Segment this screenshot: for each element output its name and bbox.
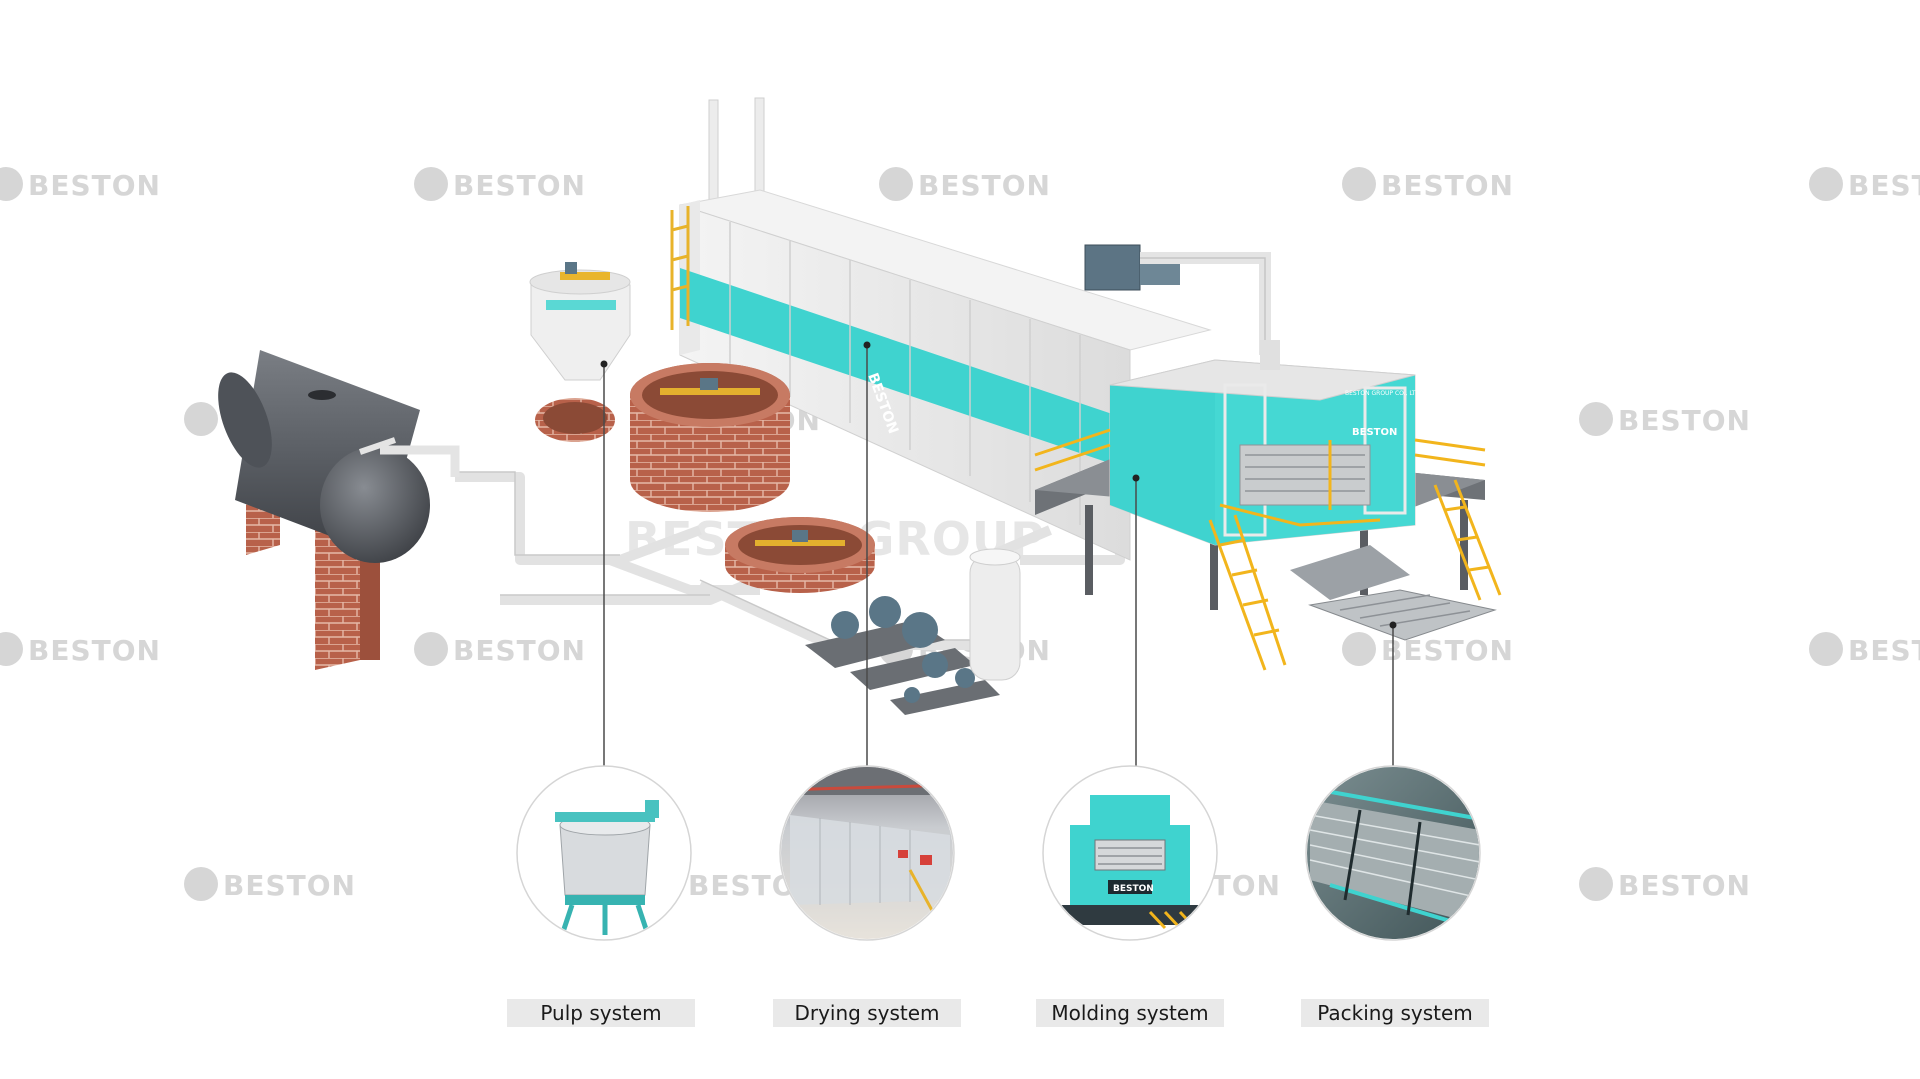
beston-logo-icon (1342, 632, 1376, 666)
beston-watermark: BESTON (1579, 402, 1751, 437)
beston-watermark: BESTON (414, 167, 586, 202)
molding-brand-text: BESTON (1352, 427, 1397, 438)
watermark-text: BESTON (28, 634, 161, 667)
beston-watermark: BESTON (1342, 632, 1513, 667)
watermark-text: BESTON (453, 634, 586, 667)
pump-station (805, 548, 1021, 715)
watermark-text: BESTON (1381, 169, 1514, 202)
watermark-text: BESTON (1618, 869, 1751, 902)
beston-watermark: BESTON (1342, 167, 1514, 202)
beston-logo-icon (414, 632, 448, 666)
leader-dots (600, 341, 1397, 629)
watermark-text: BESTON (28, 169, 161, 202)
drying-line-photo-icon (779, 765, 955, 941)
molding-system-label: Molding system (1036, 999, 1224, 1027)
watermark-text: BESTON (453, 169, 586, 202)
pulp-pools (535, 363, 875, 593)
fuel-tank (218, 350, 460, 670)
beston-logo-icon (0, 167, 23, 201)
packing-system-label: Packing system (1301, 999, 1489, 1027)
pulper-tank (529, 262, 631, 381)
beston-logo-icon (184, 867, 218, 901)
molding-panel-text: BESTON GROUP CO., LTD (1345, 390, 1421, 397)
beston-watermark: BESTON (0, 632, 161, 667)
leader-lines (603, 345, 1394, 766)
beston-watermark: BESTON (879, 167, 1051, 202)
watermark-text: BESTON (1848, 634, 1920, 667)
drying-system-label: Drying system (773, 999, 961, 1027)
beston-watermark: BESTON (0, 167, 161, 202)
drying-line: BESTON (670, 97, 1212, 561)
watermark-text: BESTON (223, 869, 356, 902)
beston-watermark: BESTON (1809, 167, 1920, 202)
beston-logo-icon (0, 632, 23, 666)
packing-system-label-text: Packing system (1317, 1001, 1473, 1025)
pulp-system-label-text: Pulp system (540, 1001, 662, 1025)
beston-logo-icon (184, 402, 218, 436)
beston-logo-icon (1342, 167, 1376, 201)
molding-machine-photo-icon: BESTON (1042, 765, 1218, 941)
beston-logo-icon (1579, 402, 1613, 436)
watermark-text: BESTON (1618, 404, 1751, 437)
beston-logo-icon (1809, 167, 1843, 201)
molding-machine: BESTON BESTON GROUP CO., LTD (1034, 340, 1502, 671)
pulp-system-label: Pulp system (507, 999, 695, 1027)
packing-conveyor-photo-icon (1305, 765, 1481, 941)
beston-watermark: BESTON (1579, 867, 1751, 902)
molding-system-label-text: Molding system (1051, 1001, 1209, 1025)
beston-logo-icon (1579, 867, 1613, 901)
beston-logo-icon (1809, 632, 1843, 666)
pulper-photo-icon (516, 765, 692, 941)
beston-logo-icon (414, 167, 448, 201)
beston-watermark: BESTON (1809, 632, 1920, 667)
watermark-text: BESTON (1848, 169, 1920, 202)
beston-logo-icon (879, 167, 913, 201)
hot-air-blower (1084, 244, 1271, 355)
beston-watermark: BESTON (184, 867, 356, 902)
molding-photo-brand: BESTON (1113, 884, 1154, 894)
drying-system-label-text: Drying system (794, 1001, 940, 1025)
beston-watermark: BESTON (414, 632, 586, 667)
watermark-text: BESTON (918, 169, 1051, 202)
